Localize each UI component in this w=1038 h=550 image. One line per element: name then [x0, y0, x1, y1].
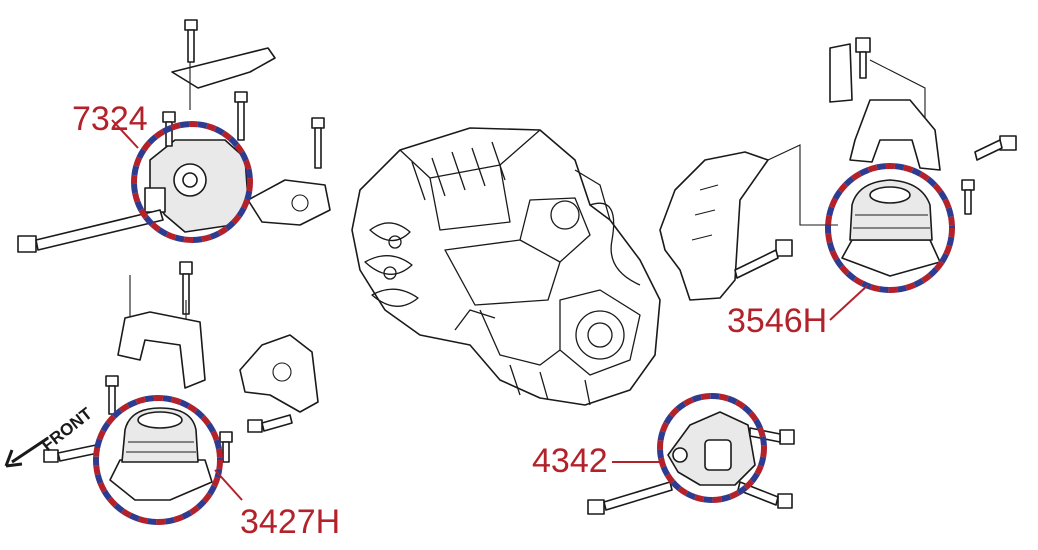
- bolt-icon: [961, 179, 975, 215]
- part-number-label: 7324: [72, 100, 148, 138]
- bolt-icon: [734, 239, 793, 279]
- right-mount-assembly: [659, 37, 1017, 321]
- bolt-icon: [974, 135, 1017, 161]
- part-number-label: 4342: [532, 442, 608, 480]
- bolt-icon: [587, 481, 673, 515]
- bolt-icon: [247, 414, 293, 433]
- bottom-center-mount-assembly: [587, 393, 795, 515]
- bottom-left-mount-assembly: [43, 261, 319, 525]
- bolt-icon: [105, 375, 119, 415]
- top-left-mount-assembly: [17, 19, 331, 253]
- part-number-label: 3546H: [727, 302, 828, 340]
- engine-illustration: [351, 127, 661, 406]
- bolt-icon: [311, 117, 325, 169]
- bolt-icon: [184, 19, 198, 63]
- bolt-icon: [219, 431, 233, 463]
- bolt-icon: [855, 37, 871, 79]
- part-number-label: 3427H: [240, 503, 341, 541]
- bolt-icon: [234, 91, 248, 141]
- front-arrow-icon: [4, 436, 49, 468]
- bolt-icon: [749, 427, 795, 445]
- bolt-icon: [162, 111, 176, 147]
- bolt-icon: [17, 209, 164, 253]
